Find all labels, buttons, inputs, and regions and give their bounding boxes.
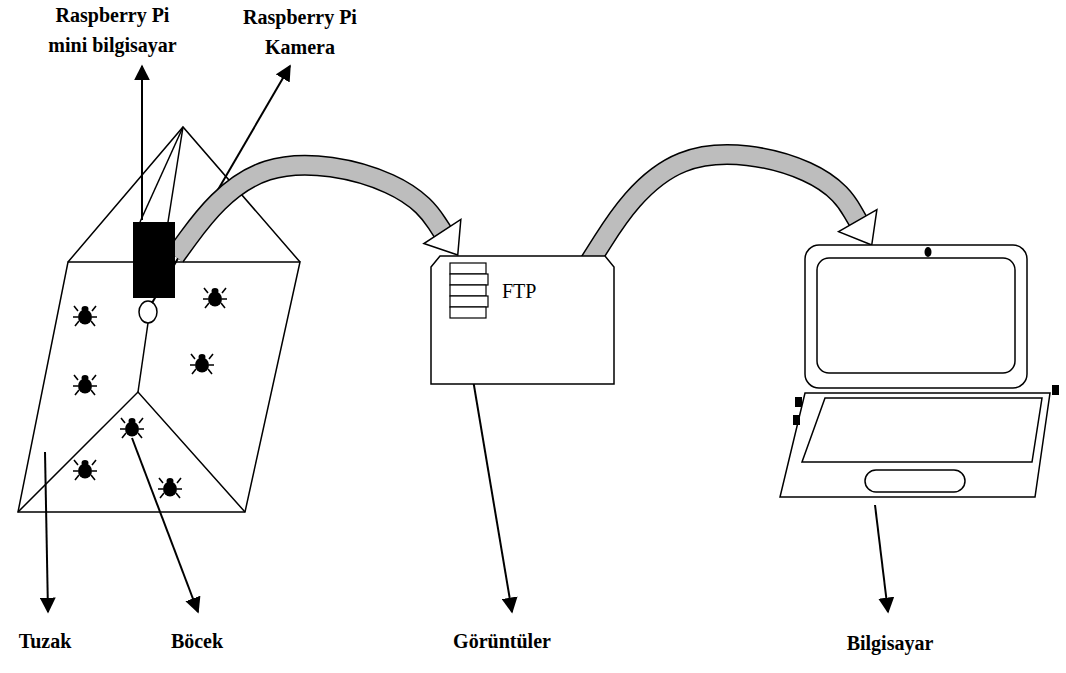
camera-label: Raspberry Pi Kamera [235, 2, 365, 62]
node-text: Bilgisayar [780, 628, 1000, 658]
insect-label: Böcek [147, 626, 247, 656]
transfer-arrow [175, 165, 461, 256]
ftp-server: FTP [430, 255, 615, 385]
laptop-computer: Bilgisayar [780, 245, 1058, 500]
node-text: Raspberry Pi mini bilgisayar [35, 0, 190, 60]
ftp-server-outline [430, 255, 615, 385]
trap-label: Tuzak [4, 626, 86, 656]
laptop-computer-outline [780, 245, 1058, 500]
node-text: FTP [502, 279, 536, 303]
images-label: Görüntüler [432, 626, 572, 656]
raspberry-pi-box-outline [133, 222, 175, 298]
insects [73, 288, 227, 498]
camera [139, 301, 157, 323]
leader-lines [45, 66, 888, 612]
raspberry-pi-box: Raspberry Pi mini bilgisayar [133, 222, 175, 298]
